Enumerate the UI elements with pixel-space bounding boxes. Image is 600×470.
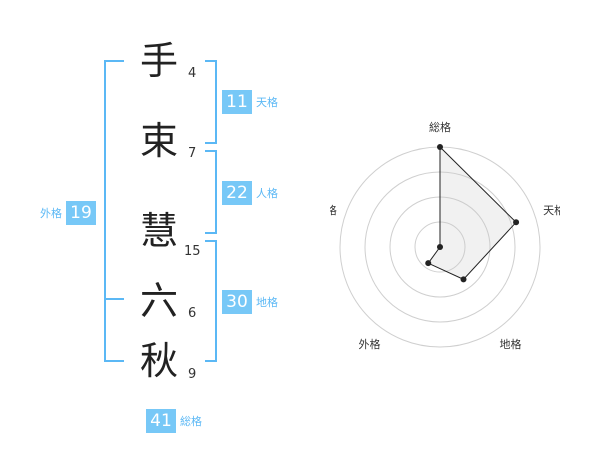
radar-axis-label-5: 人格 [330,203,337,217]
radar-point-4 [425,260,432,267]
chikaku-inner-tick [104,298,124,300]
chikaku-value: 30 [222,290,252,314]
radar-series [427,145,517,280]
chikaku-label: 地格 [256,296,278,309]
jinkaku-bracket [205,150,217,234]
jinkaku-label: 人格 [256,187,278,200]
chikaku-bracket [205,240,217,362]
radar-point-1 [437,144,443,150]
stroke-count-2: 7 [188,146,197,161]
gaikaku-badge: 外格 19 [40,201,96,225]
tenkaku-value: 11 [222,90,252,114]
stroke-count-4: 6 [188,306,197,321]
soukaku-label: 総格 [180,415,202,428]
stroke-count-1: 4 [188,66,197,81]
radar-point-2 [513,219,520,226]
name-char-3: 慧 [140,209,179,253]
radar-axis-label-1: 総格 [429,120,451,134]
gaikaku-label: 外格 [40,207,62,220]
jinkaku-value: 22 [222,181,252,205]
tenkaku-bracket [205,60,217,144]
name-char-2: 束 [140,119,179,163]
name-char-5: 秋 [140,339,179,383]
radar-point-3 [460,276,467,283]
stroke-count-3: 15 [184,244,201,259]
soukaku-badge: 41 総格 [146,409,202,433]
radar-axis-label-4: 外格 [358,337,380,351]
tenkaku-badge: 11 天格 [222,90,278,114]
jinkaku-badge: 22 人格 [222,181,278,205]
stroke-count-5: 9 [188,367,197,382]
radar-axis-label-2: 天格 [543,203,560,217]
soukaku-value: 41 [146,409,176,433]
name-char-1: 手 [140,39,179,83]
chikaku-badge: 30 地格 [222,290,278,314]
radar-point-5 [437,244,443,250]
gaikaku-value: 19 [66,201,96,225]
name-char-4: 六 [140,279,179,323]
radar-axis-label-3: 地格 [500,337,522,351]
gaikaku-bracket [104,60,124,362]
tenkaku-label: 天格 [256,96,278,109]
